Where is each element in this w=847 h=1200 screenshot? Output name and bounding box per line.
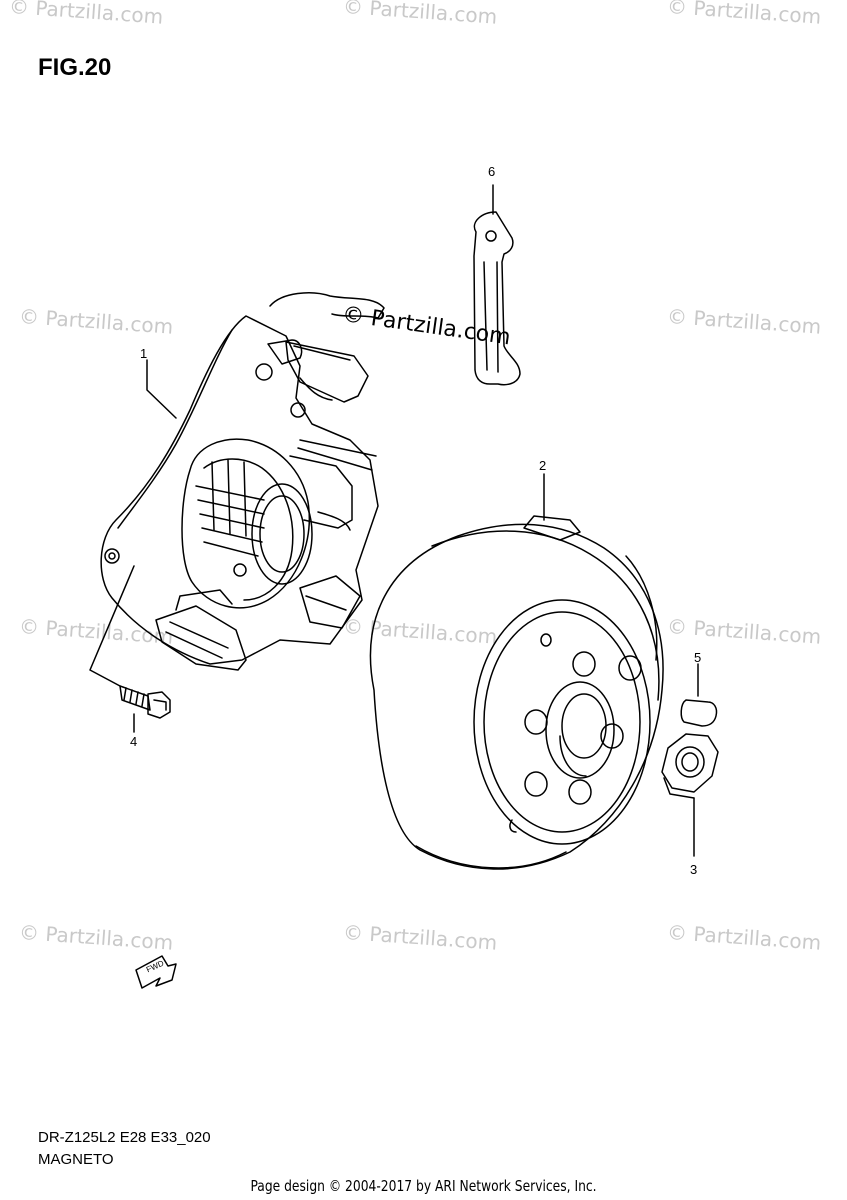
callout-2: 2 — [539, 458, 547, 473]
callout-6: 6 — [488, 164, 496, 179]
part-1-stator — [100, 292, 385, 671]
part-2-rotor — [369, 473, 664, 870]
callout-4: 4 — [130, 734, 138, 749]
part-6-clamp — [473, 184, 521, 386]
callout-1: 1 — [140, 346, 148, 361]
fwd-arrow-icon — [135, 955, 177, 989]
part-3-nut — [661, 733, 719, 857]
part-5-key — [680, 663, 718, 727]
part-4-bolt — [89, 565, 171, 733]
callout-5: 5 — [694, 650, 702, 665]
figure-title: FIG.20 — [38, 54, 112, 81]
footer-section-name: MAGNETO — [38, 1151, 114, 1168]
footer-model-code: DR-Z125L2 E28 E33_020 — [38, 1129, 211, 1146]
footer-credit: Page design © 2004-2017 by ARI Network S… — [250, 1177, 597, 1195]
callout-3: 3 — [690, 862, 698, 877]
